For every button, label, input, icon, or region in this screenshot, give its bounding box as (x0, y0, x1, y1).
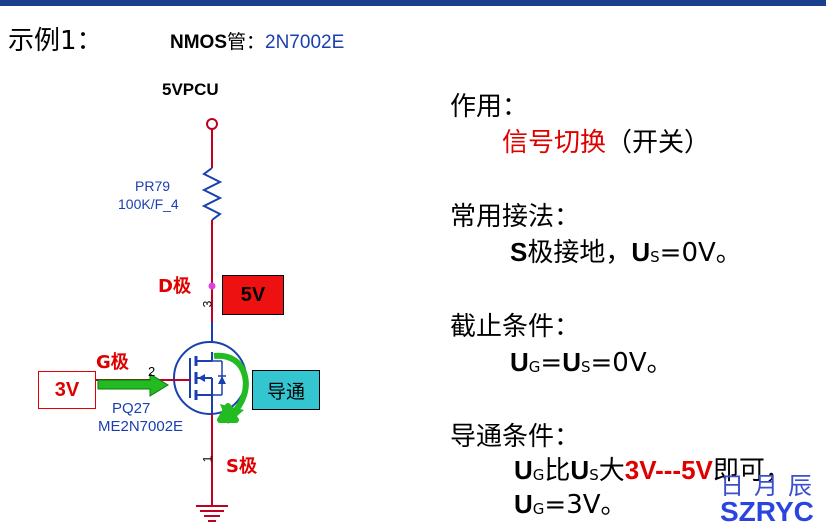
watermark-logo: SZRYC (720, 496, 814, 527)
resistor-value: 100K/F_4 (118, 196, 179, 212)
drain-node (208, 282, 216, 290)
source-label: S极 (226, 456, 257, 477)
on-value-2: UG=3V。 (514, 489, 627, 520)
gate-voltage-box: 3V (38, 371, 96, 409)
gate-arrow (97, 373, 169, 397)
fet-ref: PQ27 (112, 400, 151, 417)
cutoff-value: UG=US=0V。 (510, 347, 673, 378)
example-title: 示例1： (8, 26, 103, 56)
conducting-box: 导通 (252, 370, 320, 410)
resistor-ref: PR79 (135, 178, 171, 194)
function-title: 作用： (450, 92, 529, 122)
wiring-title: 常用接法： (450, 202, 581, 232)
on-title: 导通条件： (450, 422, 581, 452)
on-value: UG比US大3V---5V即可， (514, 455, 791, 486)
gate-label: G极 (96, 352, 129, 373)
supply-node (206, 118, 218, 130)
wiring-value: S极接地，US=0V。 (510, 237, 742, 268)
pin-s-number: 1 (200, 455, 215, 463)
supply-label: 5VPCU (162, 80, 219, 99)
function-value: 信号切换（开关） (502, 128, 711, 158)
drain-label: D极 (158, 276, 191, 297)
cutoff-title: 截止条件： (450, 312, 581, 342)
nmos-part-heading: NMOS管：2N7002E (170, 31, 345, 53)
fet-part: ME2N7002E (98, 418, 184, 435)
pin-d-number: 3 (200, 300, 215, 308)
resistor (201, 167, 223, 221)
watermark-cn: 日月辰 (720, 472, 822, 500)
pin-g-number: 2 (148, 364, 156, 379)
drain-voltage-box: 5V (222, 275, 284, 315)
circuit-diagram (90, 118, 249, 522)
header-bar (0, 0, 826, 6)
